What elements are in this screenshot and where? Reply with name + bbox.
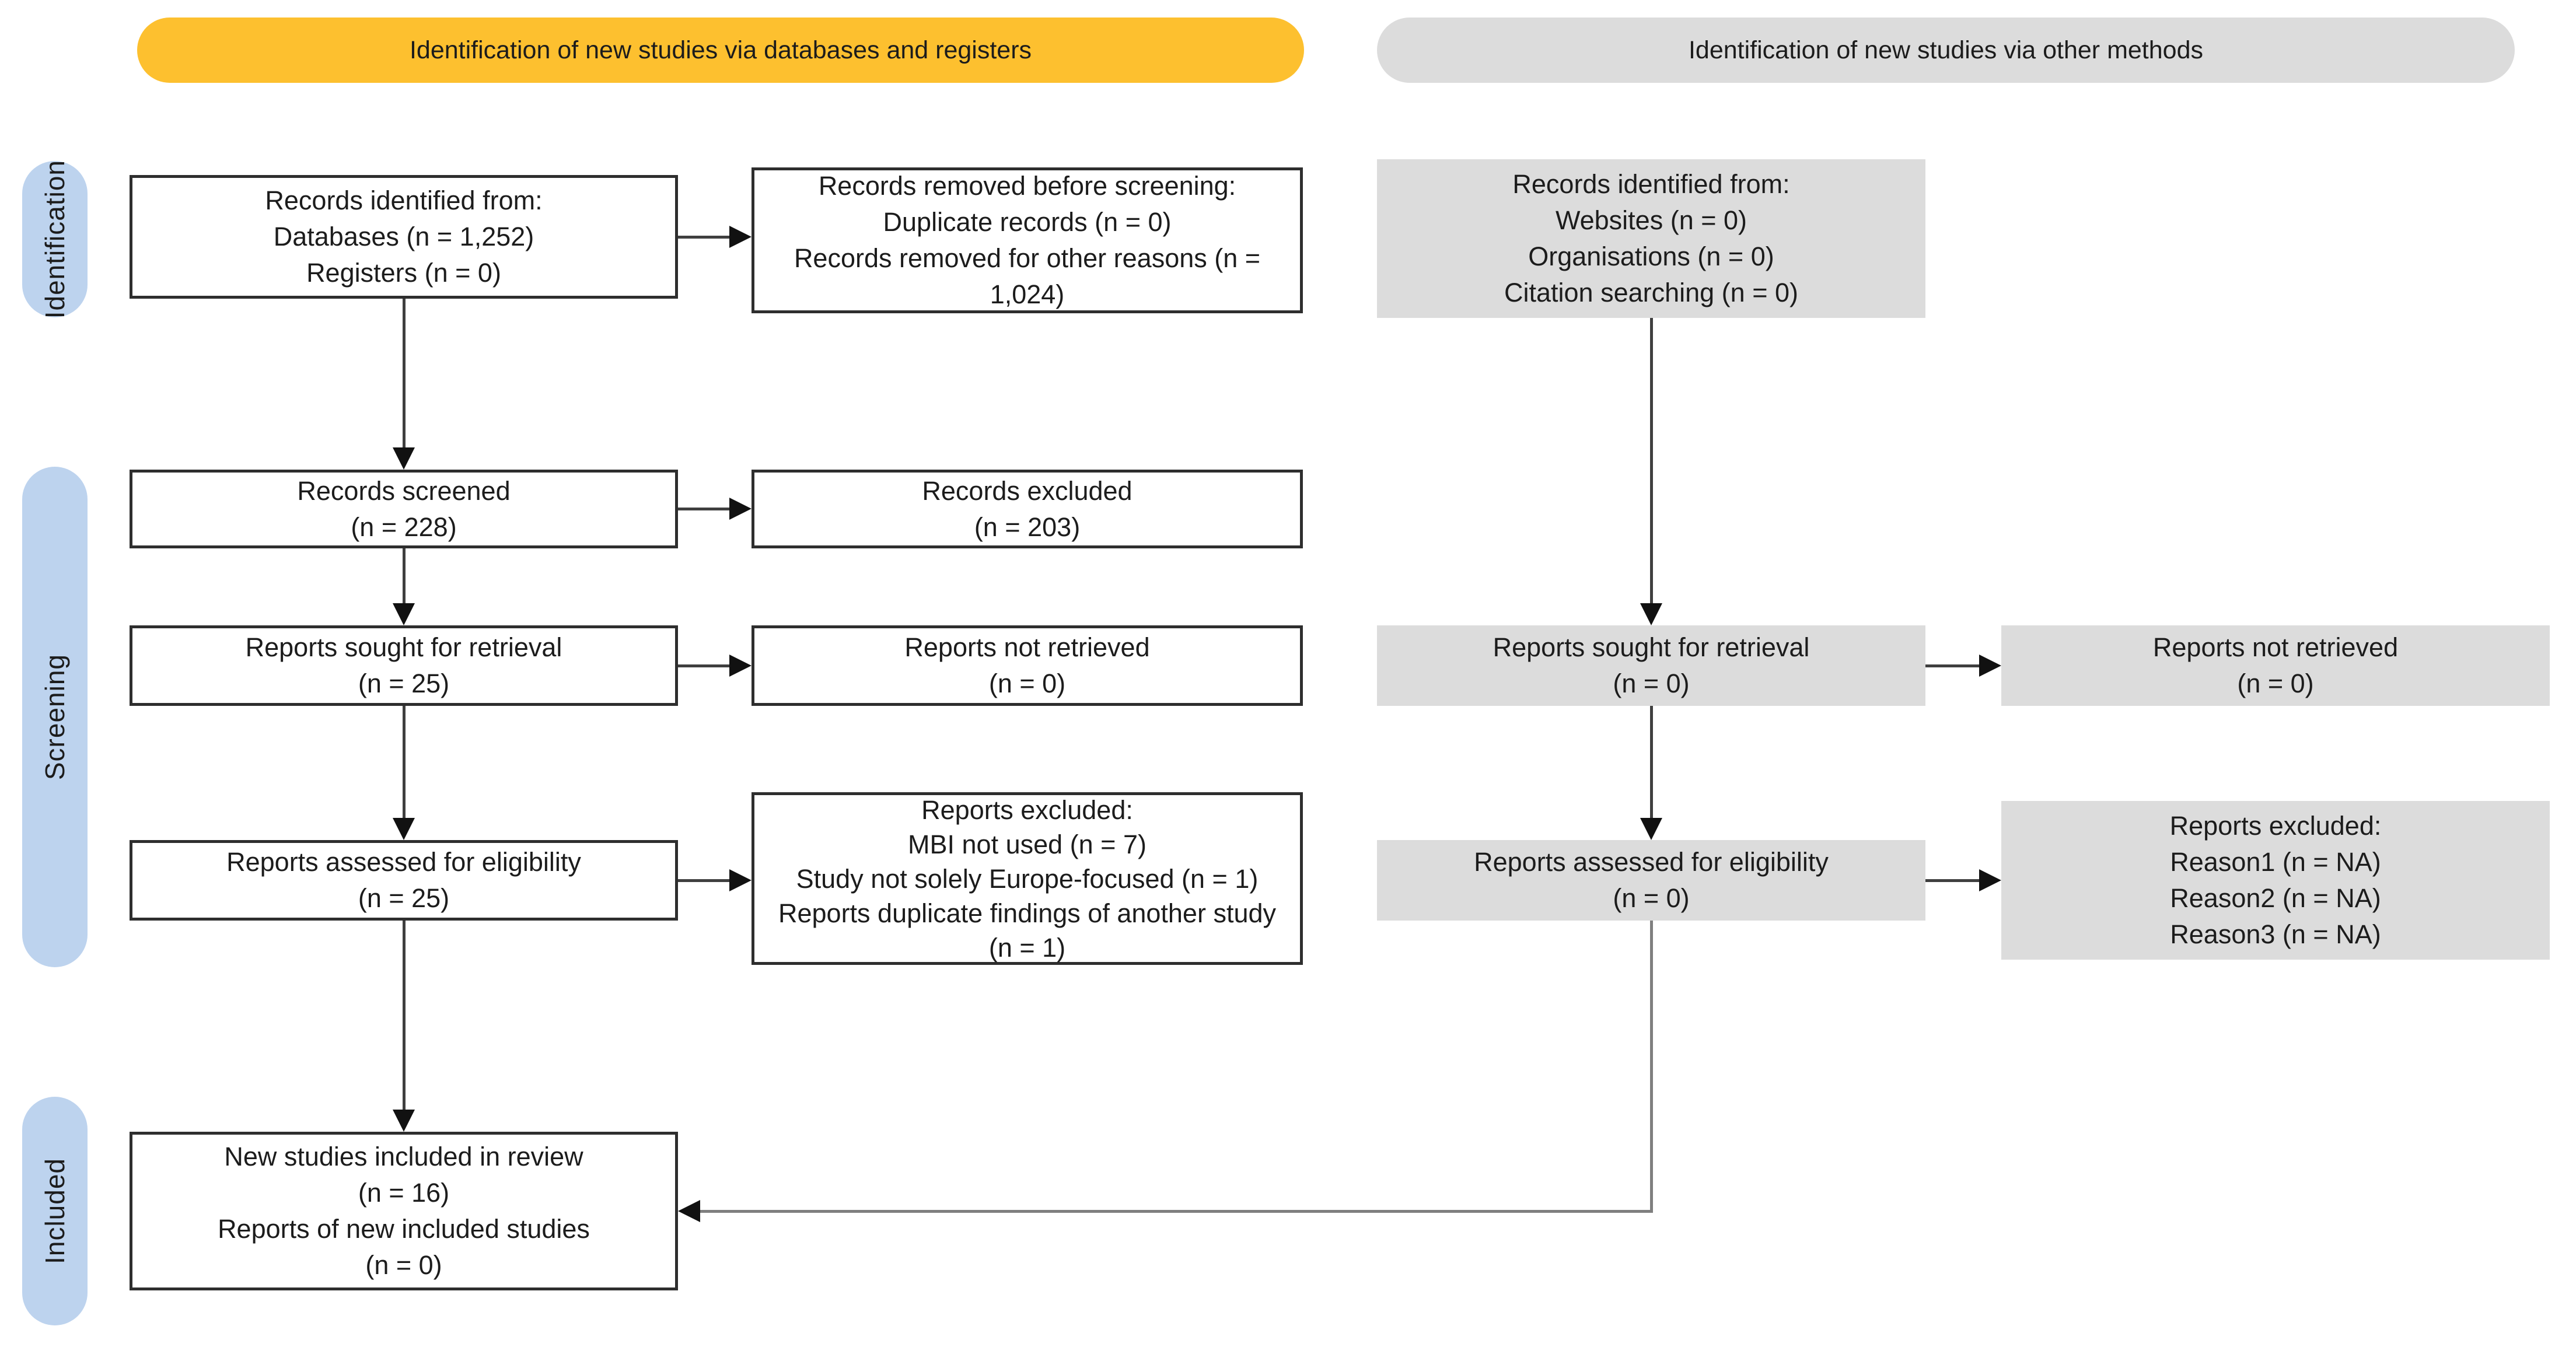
text-line: Reason1 (n = NA) — [2170, 847, 2381, 877]
arrow-identified-to-screened-head — [393, 447, 415, 470]
text-line: (n = 25) — [358, 883, 450, 913]
text-line: Organisations (n = 0) — [1528, 242, 1774, 271]
arrow-sought-to-notretrieved-head — [729, 655, 752, 677]
stage-pill-identification: Identification — [22, 159, 88, 319]
text-line: Citation searching (n = 0) — [1504, 278, 1798, 307]
arrow-assessed-to-included-line — [403, 921, 406, 1110]
text-line: Reports excluded: — [921, 795, 1133, 825]
box-records-identified-other: Records identified from: Websites (n = 0… — [1377, 159, 1925, 318]
text-line: Records removed before screening: — [818, 171, 1236, 201]
text-line: (n = 25) — [358, 669, 450, 698]
text-line: (n = 228) — [351, 512, 457, 542]
arrow-assessed-other-to-excluded-head — [1979, 869, 2001, 891]
arrow-identified-to-removed-head — [729, 226, 752, 248]
box-reports-excluded-databases: Reports excluded: MBI not used (n = 7) S… — [752, 792, 1303, 965]
stage-identification-label: Identification — [40, 159, 70, 319]
arrow-sought-other-to-notretrieved-line — [1925, 664, 1979, 667]
text-line: Reports not retrieved — [2152, 632, 2399, 662]
text-line: (n = 203) — [974, 512, 1081, 542]
header-databases-registers-label: Identification of new studies via databa… — [409, 36, 1032, 64]
box-records-excluded: Records excluded (n = 203) — [752, 470, 1303, 548]
arrow-sought-to-notretrieved-line — [678, 664, 729, 667]
text-line: Records excluded — [922, 475, 1133, 506]
box-reports-not-retrieved: Reports not retrieved (n = 0) — [752, 625, 1303, 706]
arrow-screened-to-excluded-head — [729, 498, 752, 520]
arrow-sought-other-to-assessed-line — [1650, 706, 1653, 818]
text-line: Records identified from: — [1512, 169, 1790, 199]
text-line: Records removed for other reasons (n = 1… — [794, 243, 1261, 309]
text-line: Reports sought for retrieval — [245, 632, 562, 662]
text-line: Reports assessed for eligibility — [226, 847, 581, 877]
arrow-sought-other-to-assessed-head — [1640, 818, 1662, 840]
box-reports-assessed-other: Reports assessed for eligibility (n = 0) — [1377, 840, 1925, 921]
text-line: (n = 0) — [1613, 883, 1690, 913]
text-line: Records screened — [297, 475, 511, 506]
arrow-screened-to-sought-line — [403, 548, 406, 603]
box-reports-sought: Reports sought for retrieval (n = 25) — [130, 625, 678, 706]
text-line: (n = 0) — [988, 669, 1066, 698]
arrow-identified-to-screened-line — [403, 299, 406, 447]
text-line: (n = 16) — [358, 1178, 450, 1208]
text-line: Reason3 (n = NA) — [2170, 919, 2381, 949]
header-other-methods-label: Identification of new studies via other … — [1688, 36, 2203, 64]
arrow-identified-other-to-sought-head — [1640, 603, 1662, 625]
arrow-assessed-to-excluded-head — [729, 869, 752, 891]
arrow-sought-to-assessed-line — [403, 706, 406, 818]
text-line: Reason2 (n = NA) — [2170, 883, 2381, 913]
box-new-studies-included: New studies included in review (n = 16) … — [130, 1132, 678, 1290]
text-line: Registers (n = 0) — [306, 258, 501, 288]
stage-pill-screening: Screening — [22, 467, 88, 967]
elbow-assessed-other-down-line — [1650, 921, 1653, 1213]
arrow-screened-to-sought-head — [393, 603, 415, 625]
text-line: New studies included in review — [224, 1142, 583, 1171]
stage-included-label: Included — [40, 1158, 70, 1264]
arrow-identified-other-to-sought-line — [1650, 318, 1653, 603]
box-reports-sought-other: Reports sought for retrieval (n = 0) — [1377, 625, 1925, 706]
header-other-methods: Identification of new studies via other … — [1377, 18, 2515, 83]
text-line: Reports duplicate findings of another st… — [778, 898, 1277, 963]
arrow-assessed-to-excluded-line — [678, 879, 729, 882]
text-line: Reports of new included studies — [218, 1214, 590, 1244]
text-line: (n = 0) — [2237, 669, 2314, 698]
text-line: (n = 0) — [365, 1250, 442, 1280]
elbow-into-included-head — [678, 1200, 700, 1222]
box-records-screened: Records screened (n = 228) — [130, 470, 678, 548]
elbow-assessed-other-left-line — [700, 1210, 1653, 1213]
box-reports-not-retrieved-other: Reports not retrieved (n = 0) — [2001, 625, 2550, 706]
text-line: Duplicate records (n = 0) — [883, 207, 1172, 237]
arrow-sought-other-to-notretrieved-head — [1979, 655, 2001, 677]
text-line: Study not solely Europe-focused (n = 1) — [796, 863, 1259, 894]
arrow-assessed-to-included-head — [393, 1110, 415, 1132]
text-line: Reports sought for retrieval — [1493, 632, 1810, 662]
header-databases-registers: Identification of new studies via databa… — [137, 18, 1304, 83]
box-records-identified-databases: Records identified from: Databases (n = … — [130, 175, 678, 299]
arrow-assessed-other-to-excluded-line — [1925, 879, 1979, 882]
arrow-sought-to-assessed-head — [393, 818, 415, 840]
box-reports-assessed: Reports assessed for eligibility (n = 25… — [130, 840, 678, 921]
text-line: (n = 0) — [1613, 669, 1690, 698]
text-line: Reports excluded: — [2169, 811, 2382, 841]
box-reports-excluded-other: Reports excluded: Reason1 (n = NA) Reaso… — [2001, 801, 2550, 960]
arrow-screened-to-excluded-line — [678, 508, 729, 510]
text-line: Websites (n = 0) — [1555, 205, 1747, 235]
box-records-removed-before-screening: Records removed before screening: Duplic… — [752, 167, 1303, 313]
text-line: MBI not used (n = 7) — [908, 829, 1147, 859]
text-line: Reports not retrieved — [904, 632, 1150, 662]
arrow-identified-to-removed-line — [678, 236, 729, 239]
text-line: Databases (n = 1,252) — [273, 222, 534, 251]
stage-screening-label: Screening — [40, 653, 70, 781]
text-line: Records identified from: — [265, 186, 543, 215]
stage-pill-included: Included — [22, 1097, 88, 1325]
text-line: Reports assessed for eligibility — [1474, 847, 1829, 877]
